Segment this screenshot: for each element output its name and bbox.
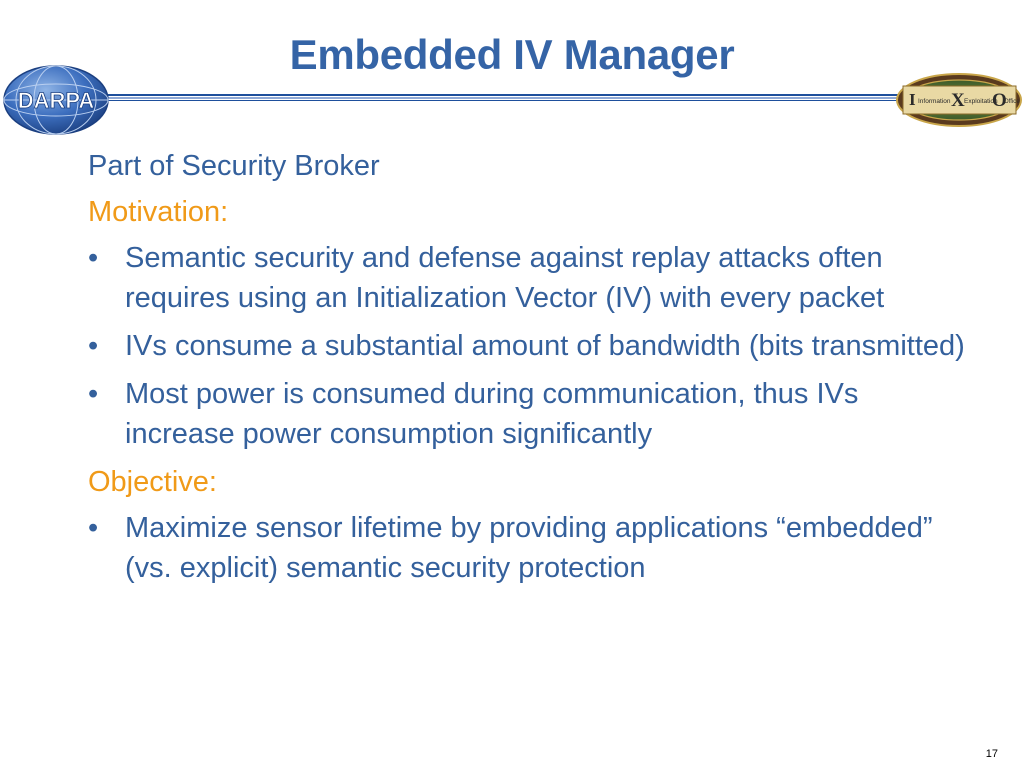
objective-heading: Objective: xyxy=(88,466,217,498)
bullet-marker: • xyxy=(88,378,99,410)
ixo-x-letter: X xyxy=(951,90,965,111)
title-rule-highlight xyxy=(60,97,940,99)
ixo-word-information: Information xyxy=(918,98,951,105)
ixo-word-exploitation: Exploitation xyxy=(964,98,998,105)
title-rule-lower xyxy=(60,100,940,101)
ixo-word-office: Office xyxy=(1004,99,1020,105)
title-rule xyxy=(60,94,940,96)
bullet-text: Most power is consumed during communicat… xyxy=(125,378,859,450)
bullet-marker: • xyxy=(88,512,99,544)
motivation-bullet: • IVs consume a substantial amount of ba… xyxy=(88,326,968,366)
bullet-marker: • xyxy=(88,330,99,362)
page-number: 17 xyxy=(985,748,998,760)
bullet-marker: • xyxy=(88,242,99,274)
motivation-bullet: • Semantic security and defense against … xyxy=(88,238,968,318)
slide-body: Part of Security Broker Motivation: • Se… xyxy=(88,146,968,596)
motivation-bullet: • Most power is consumed during communic… xyxy=(88,374,968,454)
intro-line: Part of Security Broker xyxy=(88,150,380,182)
bullet-text: Maximize sensor lifetime by providing ap… xyxy=(125,512,933,584)
motivation-heading: Motivation: xyxy=(88,196,229,228)
darpa-logo-text: DARPA xyxy=(18,88,95,113)
bullet-text: IVs consume a substantial amount of band… xyxy=(125,330,965,362)
objective-bullet: • Maximize sensor lifetime by providing … xyxy=(88,508,968,588)
ixo-i-letter: I xyxy=(909,90,916,109)
slide-title: Embedded IV Manager xyxy=(289,31,735,78)
bullet-text: Semantic security and defense against re… xyxy=(125,242,885,314)
ixo-logo: I Information X Exploitation O Office xyxy=(896,73,1022,127)
ixo-o-letter: O xyxy=(992,90,1007,111)
darpa-logo: DARPA xyxy=(3,65,109,135)
